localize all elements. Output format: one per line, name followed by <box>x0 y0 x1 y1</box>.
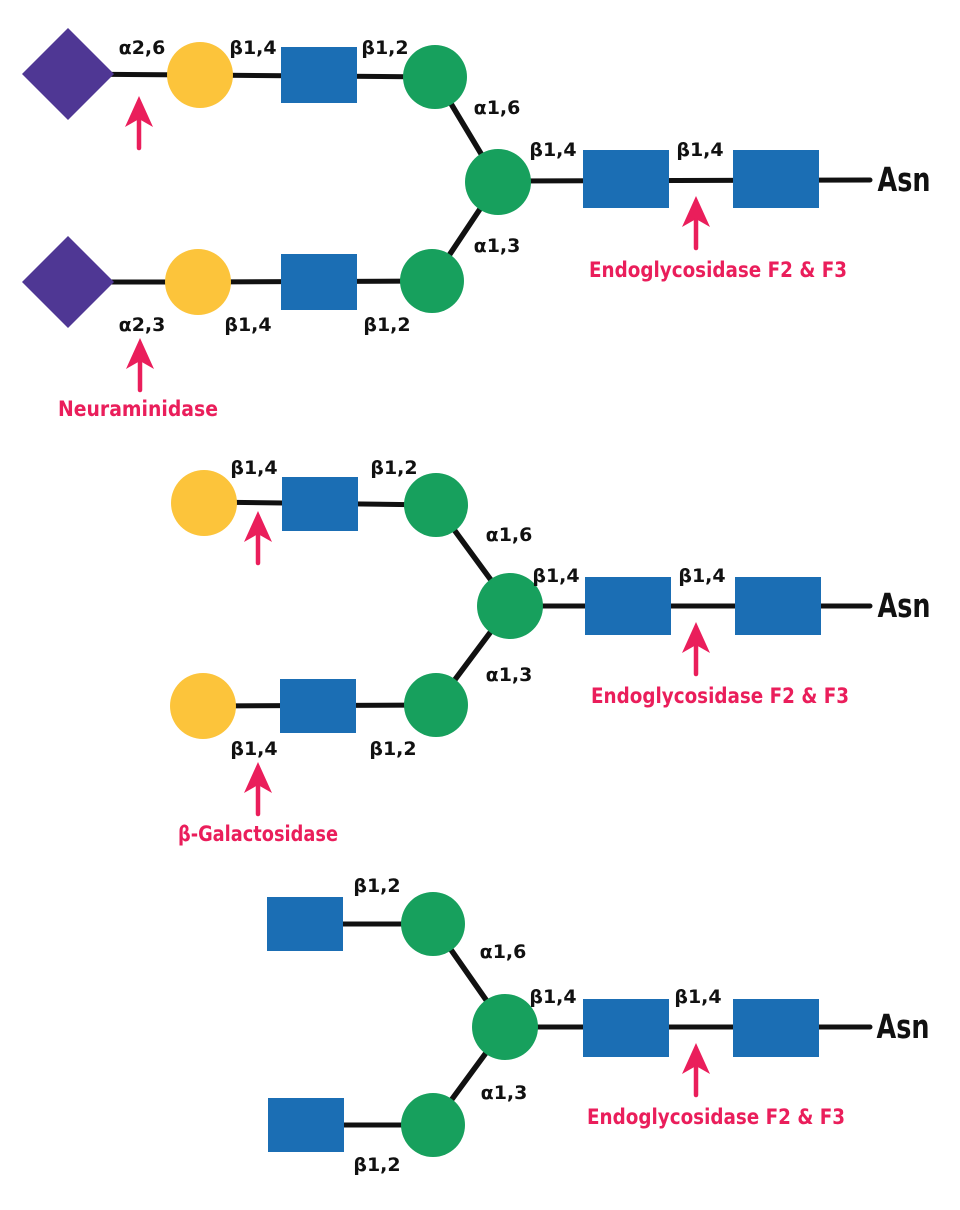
linkage-label-b12: β1,2 <box>363 314 410 336</box>
core-mannose-circle <box>472 994 538 1060</box>
top-arm-bond <box>65 71 438 80</box>
bottom-arm-bond <box>65 278 435 285</box>
glcnac-square <box>281 254 357 310</box>
linkage-label-b14-core: β1,4 <box>674 986 721 1008</box>
linkage-label-b14: β1,4 <box>224 314 271 336</box>
linkage-label-a13: α1,3 <box>481 1082 528 1104</box>
linkage-label-b12: β1,2 <box>353 1154 400 1176</box>
glcnac-square <box>267 897 343 951</box>
glcnac-square <box>268 1098 344 1152</box>
linkage-label-a16: α1,6 <box>474 97 521 119</box>
endoglycosidase-arrow-icon <box>682 622 710 674</box>
core-glcnac-square <box>735 577 821 635</box>
linkage-label-a16: α1,6 <box>480 941 527 963</box>
linkage-label-b12: β1,2 <box>361 37 408 59</box>
linkage-label-b12: β1,2 <box>370 457 417 479</box>
endoglycosidase-arrow-icon <box>682 196 710 248</box>
galactose-circle <box>167 42 233 108</box>
linkage-label-b14: β1,4 <box>230 457 277 479</box>
linkage-label-a23: α2,3 <box>119 314 166 336</box>
galactosidase-label: β-Galactosidase <box>178 822 338 846</box>
glcnac-square <box>281 47 357 103</box>
endoglycosidase-label: Endoglycosidase F2 & F3 <box>591 684 849 708</box>
mannose-circle <box>403 45 467 109</box>
neuraminidase-arrow-icon <box>126 338 154 390</box>
galactose-circle <box>171 470 237 536</box>
glcnac-square <box>280 679 356 733</box>
linkage-label-b14-core: β1,4 <box>676 139 723 161</box>
core-glcnac-square <box>585 577 671 635</box>
core-glcnac-square <box>583 150 669 208</box>
linkage-label-b12: β1,2 <box>369 738 416 760</box>
linkage-label-b12: β1,2 <box>353 875 400 897</box>
core-glcnac-square <box>733 150 819 208</box>
linkage-label-a26: α2,6 <box>119 37 166 59</box>
linkage-label-a13: α1,3 <box>486 664 533 686</box>
glcnac-square <box>282 477 358 531</box>
linkage-label-b14-core: β1,4 <box>532 565 579 587</box>
linkage-label-b14: β1,4 <box>230 738 277 760</box>
core-mannose-circle <box>465 149 531 215</box>
mannose-circle <box>404 673 468 737</box>
linkage-label-b14: β1,4 <box>229 37 276 59</box>
mannose-circle <box>400 249 464 313</box>
structure-2-galactosylated-glycan: β1,4 β1,2 α1,6 α1,3 β1,4 β1,4 β1,4 β1,2 … <box>170 457 931 846</box>
galactosidase-arrow-icon <box>244 762 272 814</box>
asn-label: Asn <box>878 160 931 199</box>
endoglycosidase-label: Endoglycosidase F2 & F3 <box>587 1105 845 1129</box>
asn-label: Asn <box>878 586 931 625</box>
linkage-label-b14-core: β1,4 <box>678 565 725 587</box>
galactosidase-arrow-icon <box>244 511 272 563</box>
mannose-circle <box>401 892 465 956</box>
linkage-label-a16: α1,6 <box>486 524 533 546</box>
endoglycosidase-label: Endoglycosidase F2 & F3 <box>589 258 847 282</box>
mannose-circle <box>404 473 468 537</box>
core-glcnac-square <box>583 999 669 1057</box>
galactose-circle <box>165 249 231 315</box>
galactose-circle <box>170 673 236 739</box>
endoglycosidase-arrow-icon <box>682 1043 710 1095</box>
mannose-circle <box>401 1093 465 1157</box>
core-glcnac-square <box>733 999 819 1057</box>
sialic-acid-diamond <box>22 236 114 328</box>
asn-label: Asn <box>877 1007 930 1046</box>
linkage-label-b14-core: β1,4 <box>529 986 576 1008</box>
structure-1-sialylated-glycan: α2,6 β1,4 β1,2 α1,6 α1,3 β1,4 β1,4 α2,3 … <box>22 28 931 421</box>
linkage-label-b14-core: β1,4 <box>529 139 576 161</box>
structure-3-glcnac-terminated-glycan: β1,2 α1,6 α1,3 β1,4 β1,4 β1,2 Asn Endogl… <box>267 875 930 1176</box>
neuraminidase-label: Neuraminidase <box>58 397 218 421</box>
neuraminidase-arrow-icon <box>125 96 153 148</box>
core-mannose-circle <box>477 573 543 639</box>
sialic-acid-diamond <box>22 28 114 120</box>
linkage-label-a13: α1,3 <box>474 235 521 257</box>
